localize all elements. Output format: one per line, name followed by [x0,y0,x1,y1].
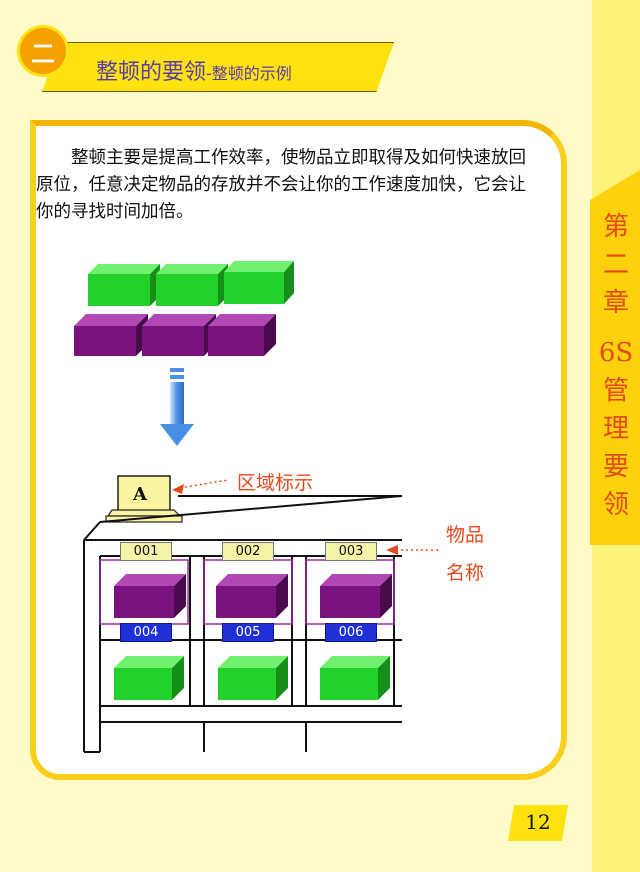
green-box-icon [320,656,390,700]
item-name-label: 物品 [446,524,485,546]
chapter-char: 二 [602,250,629,280]
title-sub: -整顿的示例 [206,64,292,83]
green-box-icon [156,264,228,306]
item-tag-bottom: 004 [120,623,172,642]
item-name-label: 名称 [446,562,485,584]
zone-letter: A [133,484,147,505]
zone-pointer [179,479,229,489]
item-tag-top: 001 [120,542,172,561]
chapter-char: 要 [602,452,629,482]
green-box-icon [114,656,184,700]
green-box-icon [224,261,294,304]
section-number-badge: 二 [20,28,66,74]
page-number: 12 [525,810,551,834]
box-pile [74,261,294,356]
chapter-char: 管 [602,376,629,406]
chapter-tab [590,170,640,545]
green-box-icon [218,656,288,700]
purple-box-icon [320,574,392,618]
chapter-title: 第 二 章 6S 管 理 要 领 [592,208,640,524]
item-tag-bottom: 005 [222,623,274,642]
body-paragraph: 整顿主要是提高工作效率，使物品立即取得及如何快速放回原位，任意决定物品的存放并不… [36,148,526,222]
pointer-arrowhead-icon [386,545,398,555]
purple-box-icon [216,574,288,618]
zone-label: 区域标示 [237,472,314,494]
green-box-icon [88,264,160,306]
title-main: 整顿的要领 [96,60,207,85]
purple-box-icon [114,574,186,618]
chapter-char: 第 [602,212,629,242]
chapter-char: 章 [602,288,629,318]
title-banner [42,42,394,92]
page-number-badge [508,805,568,841]
item-tag-top: 003 [325,542,377,561]
arrow-down-icon [160,368,194,446]
chapter-char: 领 [602,490,629,520]
chapter-char: 6S [598,338,634,368]
item-tag-top: 002 [222,542,274,561]
purple-box-icon [208,314,276,356]
item-tag-bottom: 006 [325,623,377,642]
purple-box-icon [142,314,216,356]
purple-box-icon [74,314,148,356]
chapter-char: 理 [602,414,629,444]
pointer-arrowhead-icon [172,484,184,494]
page-title: 整顿的要领-整顿的示例 [96,54,292,86]
